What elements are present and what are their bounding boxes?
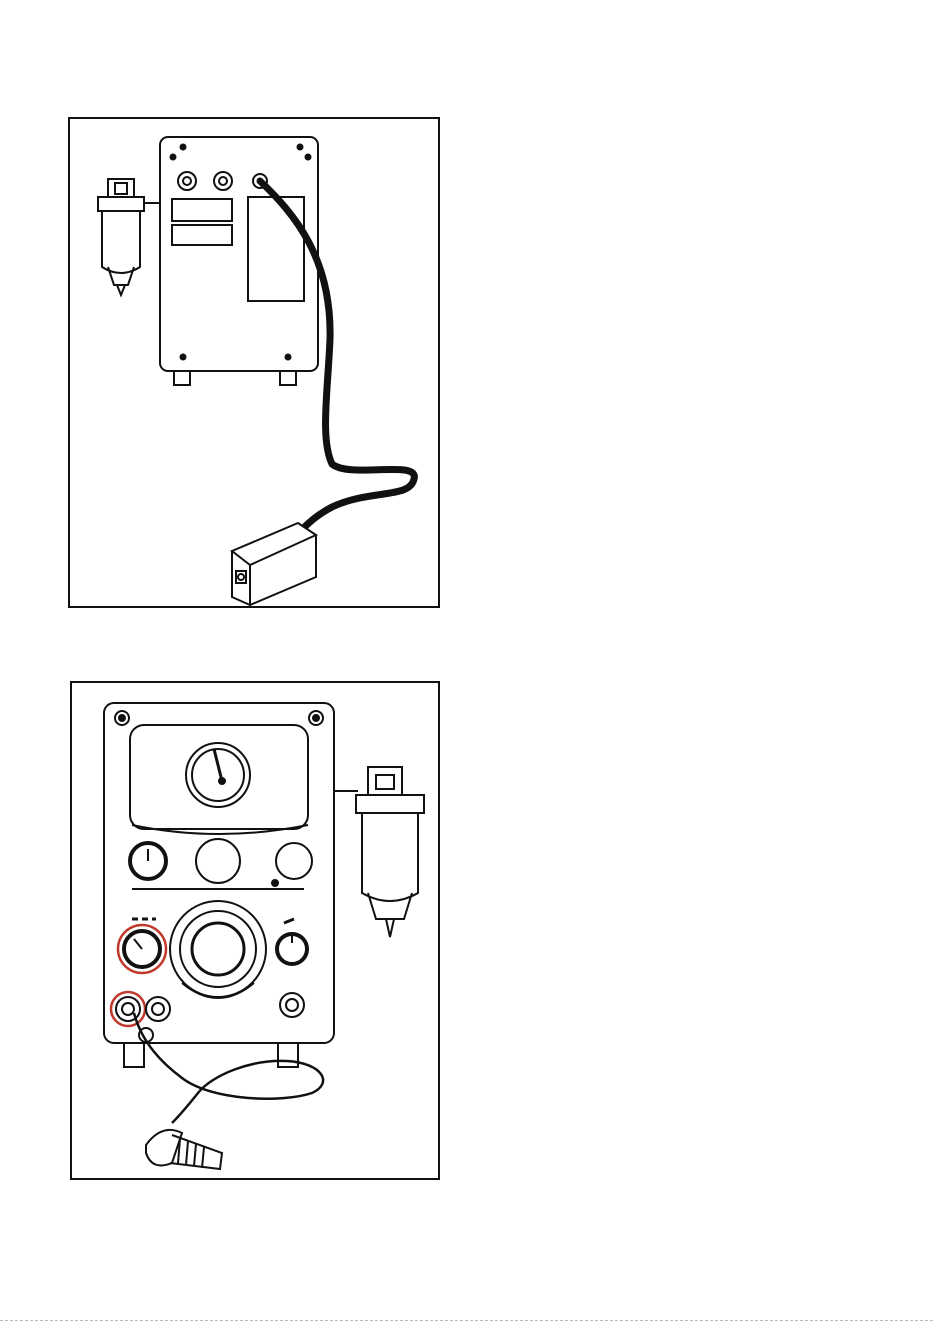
figure-front-panel <box>70 681 440 1180</box>
housing-foot-left <box>124 1043 144 1067</box>
air-filter-icon <box>98 179 160 295</box>
probe-icon <box>146 1130 222 1169</box>
air-filter-icon <box>334 767 424 937</box>
front-panel-illustration <box>72 683 438 1178</box>
page-bottom-rule <box>0 1320 933 1321</box>
front-panel-housing <box>104 703 334 1043</box>
figure-rear-panel <box>68 117 440 608</box>
rear-panel-illustration <box>70 119 438 606</box>
housing-foot-right <box>280 371 296 385</box>
housing-foot-left <box>174 371 190 385</box>
housing-foot-right <box>278 1043 298 1067</box>
connector-block-icon <box>232 523 316 605</box>
